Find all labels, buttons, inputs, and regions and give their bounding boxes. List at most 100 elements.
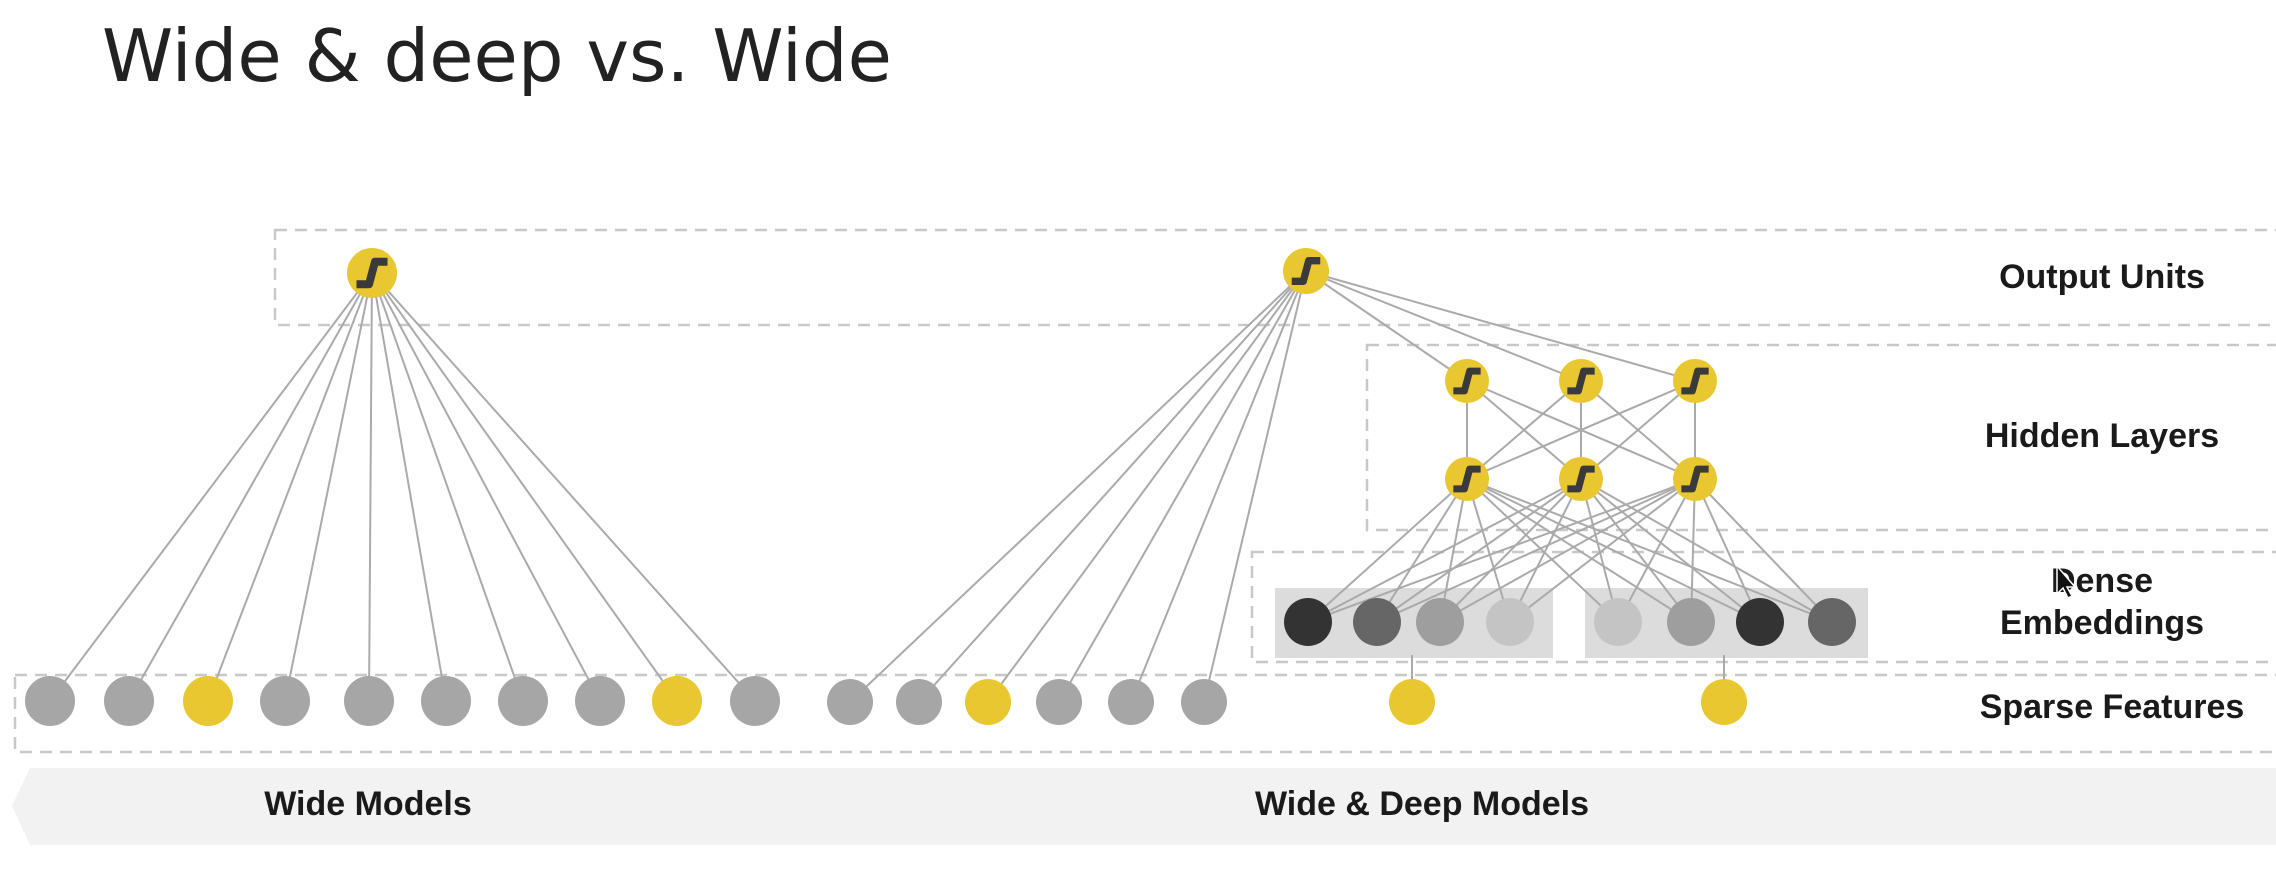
output-hidden-edge (1305, 270, 1468, 382)
wide-edge (371, 272, 447, 702)
wide-edge (371, 272, 601, 702)
wide-deep-sparse-edge (1130, 270, 1307, 703)
wide-deep-sparse-feature (896, 679, 942, 725)
embedding-unit (1353, 598, 1401, 646)
hidden-embedding-edge (1307, 478, 1468, 623)
hidden-embedding-edge (1580, 478, 1619, 623)
embedding-unit (1416, 598, 1464, 646)
label-wide-models: Wide Models (264, 785, 472, 823)
sigmoid-icon (1681, 465, 1709, 493)
wide-edge (368, 272, 373, 702)
hidden-unit-layer-2 (1559, 359, 1603, 403)
hidden-embedding-edge (1307, 478, 1696, 623)
hidden-embedding-edge (1509, 478, 1582, 623)
hidden-embedding-edge (1439, 478, 1582, 623)
label-wide-deep-models: Wide & Deep Models (1255, 785, 1589, 823)
hidden-unit-layer-2 (1445, 359, 1489, 403)
sigmoid-icon (1681, 367, 1709, 395)
categorical-feature (1701, 679, 1747, 725)
wide-sparse-feature (104, 676, 154, 726)
mouse-cursor-icon (2056, 563, 2077, 600)
hidden-unit-layer-2 (1673, 359, 1717, 403)
hidden-embedding-edge (1694, 478, 1833, 623)
wide-deep-sparse-edge (1203, 270, 1307, 703)
wide-edge (284, 272, 373, 702)
hidden-embedding-edge (1580, 478, 1761, 623)
label-hidden-layers: Hidden Layers (1985, 417, 2219, 455)
sigmoid-icon (1567, 367, 1595, 395)
sigmoid-icon (1453, 367, 1481, 395)
bottom-bar (12, 768, 2276, 845)
embedding-unit (1284, 598, 1332, 646)
wide-deep-sparse-edge (849, 270, 1307, 703)
wide-sparse-feature (652, 676, 702, 726)
wide-sparse-feature (25, 676, 75, 726)
embedding-unit (1808, 598, 1856, 646)
wide-sparse-feature (421, 676, 471, 726)
wide-edge (371, 272, 756, 702)
hidden-embedding-edge (1376, 478, 1696, 623)
wide-output-unit (347, 248, 397, 298)
edges (49, 270, 1833, 703)
wide-edge (49, 272, 373, 702)
embedding-unit (1736, 598, 1784, 646)
wide-sparse-feature (344, 676, 394, 726)
embedding-unit (1594, 598, 1642, 646)
hidden-embedding-edge (1509, 478, 1696, 623)
wide-deep-sparse-feature (1036, 679, 1082, 725)
sparse-features-box (13, 673, 2276, 754)
wide-edge (128, 272, 373, 702)
output-hidden-edge (1305, 270, 1582, 382)
hidden-embedding-edge (1466, 478, 1761, 623)
hidden-embedding-edge (1376, 478, 1468, 623)
hidden-embedding-edge (1439, 478, 1696, 623)
sigmoid-icon (1453, 465, 1481, 493)
wide-deep-sparse-feature (1181, 679, 1227, 725)
wide-sparse-feature (498, 676, 548, 726)
sigmoid-icon (1291, 256, 1321, 286)
hidden-unit-layer-1 (1445, 457, 1489, 501)
output-units-box (273, 228, 2276, 327)
label-sparse-features: Sparse Features (1980, 688, 2245, 726)
wide-deep-sparse-edge (1058, 270, 1307, 703)
hidden-embedding-edge (1694, 478, 1761, 623)
wide-edge (371, 272, 524, 702)
sigmoid-icon (1567, 465, 1595, 493)
wide-deep-output-unit (1283, 248, 1329, 294)
wide-sparse-feature (183, 676, 233, 726)
embedding-unit (1486, 598, 1534, 646)
wide-deep-sparse-feature (1108, 679, 1154, 725)
hidden-embedding-edge (1617, 478, 1696, 623)
wide-deep-sparse-feature (827, 679, 873, 725)
hidden-embedding-edge (1466, 478, 1692, 623)
wide-deep-sparse-edge (918, 270, 1307, 703)
hidden-unit-layer-1 (1559, 457, 1603, 501)
dense-embeddings-box (1250, 550, 2276, 664)
hidden-unit-layer-1 (1673, 457, 1717, 501)
embedding-unit (1667, 598, 1715, 646)
wide-deep-sparse-edge (987, 270, 1307, 703)
hidden-embedding-edge (1466, 478, 1511, 623)
hidden-embedding-edge (1307, 478, 1582, 623)
wide-deep-sparse-feature (965, 679, 1011, 725)
wide-sparse-feature (730, 676, 780, 726)
hidden-embedding-edge (1580, 478, 1833, 623)
hidden-embedding-edge (1439, 478, 1468, 623)
hidden-layers-box (1365, 343, 2276, 532)
wide-sparse-feature (575, 676, 625, 726)
hidden-hidden-edge (1466, 380, 1696, 480)
hidden-embedding-edge (1580, 478, 1692, 623)
hidden-embedding-edge (1466, 478, 1619, 623)
wide-edge (371, 272, 678, 702)
sigmoid-icon (356, 257, 388, 289)
output-hidden-edge (1305, 270, 1696, 382)
nodes (25, 248, 1856, 726)
hidden-hidden-edge (1466, 380, 1582, 480)
hidden-embedding-edge (1466, 478, 1833, 623)
categorical-feature (1389, 679, 1435, 725)
slide-title: Wide & deep vs. Wide (102, 14, 892, 98)
hidden-embedding-edge (1376, 478, 1582, 623)
wide-sparse-feature (260, 676, 310, 726)
label-embeddings: Embeddings (2000, 604, 2204, 642)
